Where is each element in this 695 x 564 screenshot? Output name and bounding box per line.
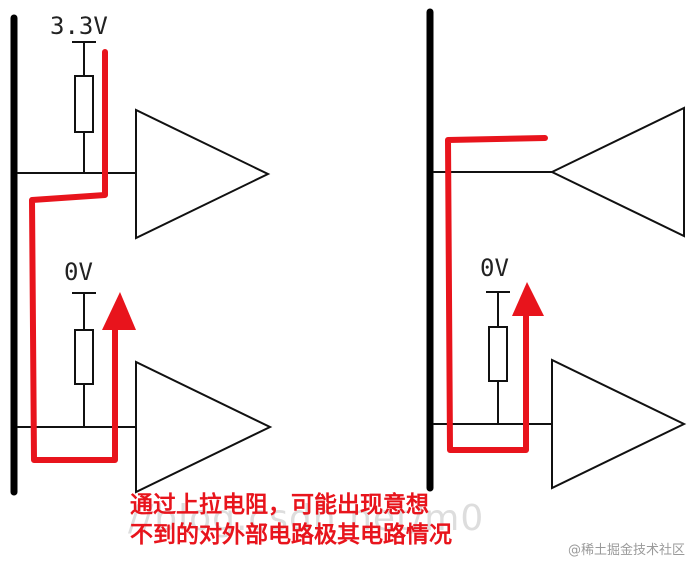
ground-0v-label-right: 0V (480, 254, 509, 282)
buffer-triangle-bottom-right (551, 358, 687, 490)
pull-up-resistor-top (74, 75, 94, 133)
buffer-triangle-bottom-left (135, 360, 273, 494)
pull-down-resistor-right (488, 326, 508, 382)
pull-down-resistor-left (74, 329, 94, 385)
current-path-right (445, 135, 548, 453)
current-arrow-head-left (102, 292, 136, 330)
current-path-left (29, 49, 118, 463)
ground-0v-label-left: 0V (64, 258, 93, 286)
current-arrow-head-right (512, 282, 544, 316)
buffer-triangle-top-right (549, 106, 685, 238)
watermark-text: //blog.csdn.net/m0 (128, 498, 485, 539)
caption: 通过上拉电阻，可能出现意想 不到的对外部电路极其电路情况 (130, 490, 550, 550)
caption-line-1: 通过上拉电阻，可能出现意想 (130, 492, 429, 518)
credit-text: @稀土掘金技术社区 (567, 543, 685, 558)
buffer-triangle-top-left (135, 108, 271, 240)
caption-line-2: 不到的对外部电路极其电路情况 (130, 522, 452, 548)
supply-3v3-label: 3.3V (50, 12, 108, 40)
